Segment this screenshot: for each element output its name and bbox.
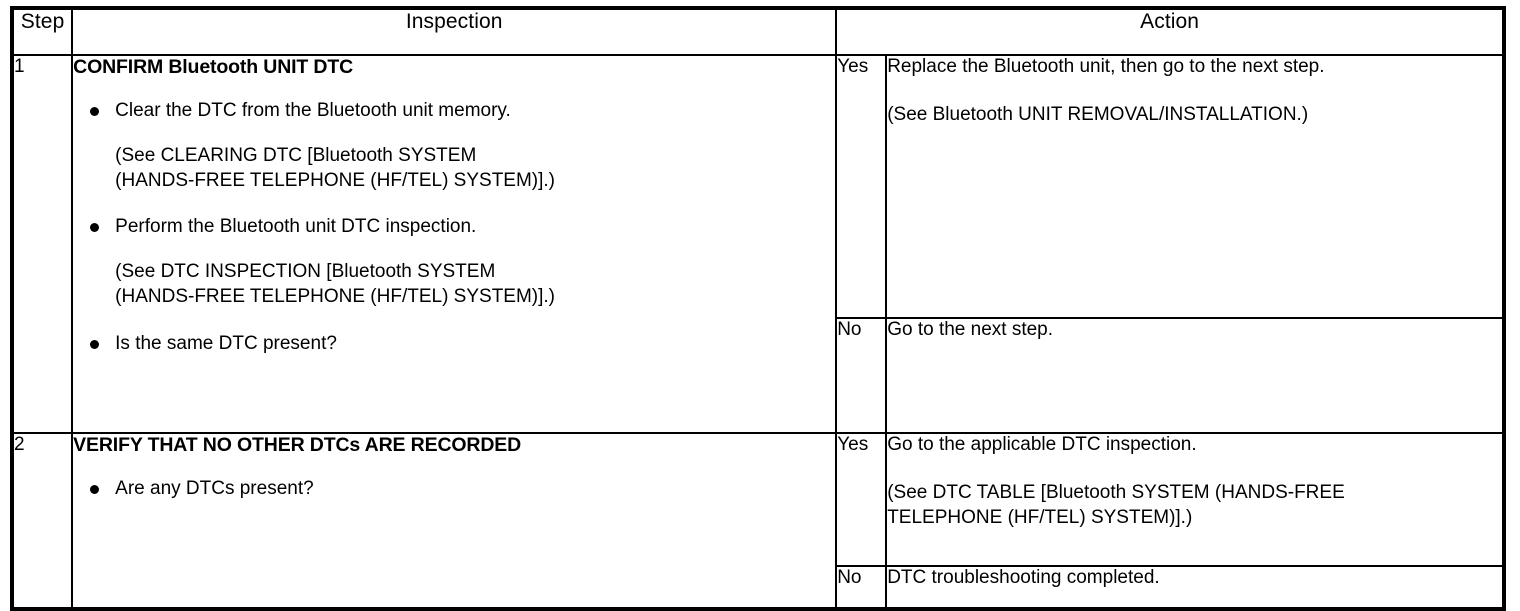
inspection-bullet-list: Clear the DTC from the Bluetooth unit me… bbox=[73, 99, 835, 354]
action-cell-step-2: Yes Go to the applicable DTC inspection.… bbox=[835, 432, 1505, 610]
bullet-reference-note: (See CLEARING DTC [Bluetooth SYSTEM (HAN… bbox=[115, 143, 835, 194]
troubleshooting-table: Step Inspection Action 1 CONFIRM Bluetoo… bbox=[10, 6, 1506, 611]
step-number: 1 bbox=[10, 54, 74, 434]
reference-line: (HANDS-FREE TELEPHONE (HF/TEL) SYSTEM)].… bbox=[115, 170, 556, 192]
action-content-no: Go to the next step. bbox=[886, 317, 1502, 432]
action-no-row: No Go to the next step. bbox=[837, 317, 1502, 432]
action-content-no: DTC troubleshooting completed. bbox=[886, 565, 1502, 607]
inspection-cell-step-2: VERIFY THAT NO OTHER DTCs ARE RECORDED A… bbox=[71, 432, 838, 610]
step-number: 2 bbox=[10, 432, 74, 610]
action-reference-note: (See Bluetooth UNIT REMOVAL/INSTALLATION… bbox=[887, 102, 1502, 127]
reference-line: TELEPHONE (HF/TEL) SYSTEM)].) bbox=[887, 507, 1193, 529]
list-item: Perform the Bluetooth unit DTC inspectio… bbox=[87, 215, 835, 309]
action-cell-step-1: Yes Replace the Bluetooth unit, then go … bbox=[835, 54, 1505, 434]
action-text: Replace the Bluetooth unit, then go to t… bbox=[887, 56, 1325, 77]
bullet-text: Clear the DTC from the Bluetooth unit me… bbox=[115, 100, 511, 122]
reference-line: (See CLEARING DTC [Bluetooth SYSTEM bbox=[115, 144, 477, 166]
bullet-text: Is the same DTC present? bbox=[115, 332, 337, 354]
bullet-text: Perform the Bluetooth unit DTC inspectio… bbox=[115, 216, 477, 238]
action-reference-note: (See DTC TABLE [Bluetooth SYSTEM (HANDS-… bbox=[887, 480, 1502, 531]
inspection-cell-step-1: CONFIRM Bluetooth UNIT DTC Clear the DTC… bbox=[71, 54, 838, 434]
action-label-yes: Yes bbox=[837, 434, 888, 566]
action-content-yes: Go to the applicable DTC inspection. (Se… bbox=[886, 434, 1502, 566]
reference-line: (See DTC INSPECTION [Bluetooth SYSTEM bbox=[115, 260, 496, 282]
action-content-yes: Replace the Bluetooth unit, then go to t… bbox=[886, 56, 1502, 318]
action-yes-row: Yes Go to the applicable DTC inspection.… bbox=[837, 434, 1502, 566]
list-item: Is the same DTC present? bbox=[87, 332, 835, 355]
reference-line: (See Bluetooth UNIT REMOVAL/INSTALLATION… bbox=[887, 103, 1309, 125]
reference-line: (HANDS-FREE TELEPHONE (HF/TEL) SYSTEM)].… bbox=[115, 286, 556, 308]
action-label-no: No bbox=[837, 317, 888, 432]
table-row: 1 CONFIRM Bluetooth UNIT DTC Clear the D… bbox=[10, 54, 1505, 434]
table-header-row: Step Inspection Action bbox=[10, 7, 1505, 56]
bullet-text: Are any DTCs present? bbox=[115, 478, 314, 500]
bullet-reference-note: (See DTC INSPECTION [Bluetooth SYSTEM (H… bbox=[115, 259, 835, 310]
action-yes-no-split: Yes Replace the Bluetooth unit, then go … bbox=[837, 56, 1502, 432]
list-item: Clear the DTC from the Bluetooth unit me… bbox=[87, 99, 835, 193]
action-label-no: No bbox=[837, 565, 888, 607]
reference-line: (See DTC TABLE [Bluetooth SYSTEM (HANDS-… bbox=[887, 481, 1345, 503]
inspection-bullet-list: Are any DTCs present? bbox=[73, 477, 835, 500]
table-row: 2 VERIFY THAT NO OTHER DTCs ARE RECORDED… bbox=[10, 432, 1505, 610]
action-text: DTC troubleshooting completed. bbox=[887, 567, 1160, 588]
action-no-row: No DTC troubleshooting completed. bbox=[837, 565, 1502, 607]
action-text: Go to the applicable DTC inspection. bbox=[887, 434, 1197, 455]
action-label-yes: Yes bbox=[837, 56, 888, 318]
column-header-inspection: Inspection bbox=[71, 7, 838, 56]
inspection-title: CONFIRM Bluetooth UNIT DTC bbox=[73, 56, 354, 78]
action-yes-no-split: Yes Go to the applicable DTC inspection.… bbox=[837, 434, 1502, 607]
column-header-action: Action bbox=[835, 7, 1505, 56]
list-item: Are any DTCs present? bbox=[87, 477, 835, 500]
action-yes-row: Yes Replace the Bluetooth unit, then go … bbox=[837, 56, 1502, 318]
inspection-title: VERIFY THAT NO OTHER DTCs ARE RECORDED bbox=[73, 434, 522, 456]
action-text: Go to the next step. bbox=[887, 319, 1054, 340]
column-header-step: Step bbox=[10, 7, 74, 56]
